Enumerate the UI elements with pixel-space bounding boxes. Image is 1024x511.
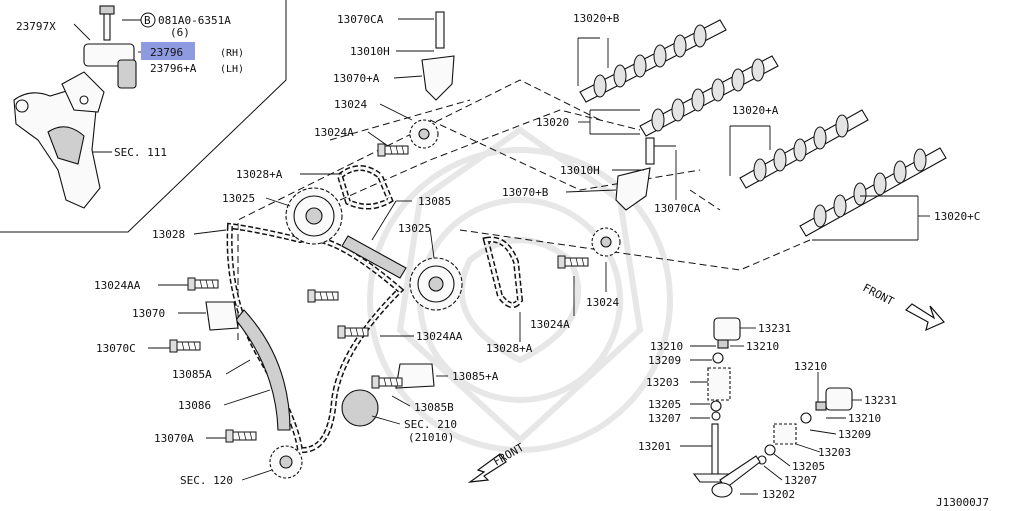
bolt-13024a-mid — [557, 255, 589, 269]
slack-guide-13085a — [235, 309, 291, 431]
camshaft-13020c — [799, 147, 947, 237]
label-13025-mid[interactable]: 13025 — [398, 222, 431, 235]
label-front-left: FRONT — [491, 441, 527, 469]
label-13085[interactable]: 13085 — [418, 195, 451, 208]
bolt-marker-label: B — [144, 14, 151, 27]
label-13209-right[interactable]: 13209 — [838, 428, 871, 441]
front-arrow-left — [467, 453, 507, 483]
label-23796a[interactable]: 23796+A — [150, 62, 197, 75]
label-13070a-bottom[interactable]: 13070A — [154, 432, 194, 445]
label-13203-right[interactable]: 13203 — [818, 446, 851, 459]
label-23797x[interactable]: 23797X — [16, 20, 56, 33]
label-13207-left[interactable]: 13207 — [648, 412, 681, 425]
label-13231-left[interactable]: 13231 — [758, 322, 791, 335]
label-13202[interactable]: 13202 — [762, 488, 795, 501]
label-13020a[interactable]: 13020+A — [732, 104, 779, 117]
label-13070b[interactable]: 13070+B — [502, 186, 549, 199]
label-23796[interactable]: 23796 — [150, 46, 183, 59]
label-13231-right[interactable]: 13231 — [864, 394, 897, 407]
label-13024aa-mid[interactable]: 13024AA — [416, 330, 463, 343]
label-13203-left[interactable]: 13203 — [646, 376, 679, 389]
inset-border — [0, 0, 287, 233]
label-13020b[interactable]: 13020+B — [573, 12, 620, 25]
label-13085b[interactable]: 13085B — [414, 401, 454, 414]
label-13025-left[interactable]: 13025 — [222, 192, 255, 205]
label-sec-210[interactable]: SEC. 210 — [404, 418, 457, 431]
label-13070a-top[interactable]: 13070+A — [333, 72, 380, 85]
drawing-number: J13000J7 — [936, 496, 989, 509]
label-sec-210-sub: (21010) — [408, 431, 454, 444]
label-13070c[interactable]: 13070C — [96, 342, 136, 355]
label-13024-mid[interactable]: 13024 — [586, 296, 619, 309]
bolt-13070ca-top — [435, 11, 445, 49]
chain-guide-13085 — [341, 235, 407, 279]
camshaft-13020a — [739, 109, 869, 189]
label-13201[interactable]: 13201 — [638, 440, 671, 453]
label-13024aa-left[interactable]: 13024AA — [94, 279, 141, 292]
timing-chain-13028a-top — [336, 165, 394, 210]
label-13010h-top[interactable]: 13010H — [350, 45, 390, 58]
front-arrow-right — [905, 303, 945, 332]
timing-chain-13028a-mid — [482, 236, 524, 309]
camshaft-13020 — [639, 55, 779, 137]
label-13070ca-mid[interactable]: 13070CA — [654, 202, 701, 215]
label-13207-right[interactable]: 13207 — [784, 474, 817, 487]
label-13205-right[interactable]: 13205 — [792, 460, 825, 473]
sprocket-13025-mid — [409, 257, 463, 311]
bolt-13070ca-mid — [645, 137, 655, 165]
sprocket-sec-120 — [269, 445, 303, 479]
valve-train-left — [692, 317, 741, 483]
sprocket-13024-mid — [591, 227, 621, 257]
label-23796-side: (RH) — [220, 48, 244, 59]
tensioner-13070a-top — [421, 55, 455, 101]
label-13024-top[interactable]: 13024 — [334, 98, 367, 111]
inset-vtc-solenoid-group — [13, 5, 137, 209]
label-sec-120[interactable]: SEC. 120 — [180, 474, 233, 487]
label-13028a-top[interactable]: 13028+A — [236, 168, 283, 181]
sprocket-13024-top — [409, 119, 439, 149]
bolt-13070a-bottom — [225, 429, 257, 443]
label-sec-111[interactable]: SEC. 111 — [114, 146, 167, 159]
label-13024a-top[interactable]: 13024A — [314, 126, 354, 139]
label-front-right: FRONT — [861, 281, 897, 308]
bolt-13024a-top — [377, 143, 409, 157]
bolt-13085b — [371, 375, 403, 389]
label-13210-right-b[interactable]: 13210 — [848, 412, 881, 425]
label-bolt-qty: (6) — [170, 26, 190, 39]
tensioner-13070b — [615, 167, 651, 211]
label-13086[interactable]: 13086 — [178, 399, 211, 412]
assembly-dashed-lines — [237, 79, 811, 340]
label-13070[interactable]: 13070 — [132, 307, 165, 320]
label-13210-left-b[interactable]: 13210 — [746, 340, 779, 353]
sec-210-gear — [341, 389, 379, 427]
valve-train-right — [711, 387, 853, 498]
camshaft-13020b — [579, 19, 727, 103]
label-13210-left-a[interactable]: 13210 — [650, 340, 683, 353]
label-13010h-mid[interactable]: 13010H — [560, 164, 600, 177]
bolt-marker-circle — [140, 12, 156, 28]
watermark-emblem — [367, 126, 673, 453]
label-13085a[interactable]: 13085A — [172, 368, 212, 381]
tensioner-13070 — [205, 301, 239, 331]
label-13209-left[interactable]: 13209 — [648, 354, 681, 367]
label-13205-left[interactable]: 13205 — [648, 398, 681, 411]
label-13020[interactable]: 13020 — [536, 116, 569, 129]
label-13024a-mid[interactable]: 13024A — [530, 318, 570, 331]
leader-lines — [148, 18, 930, 495]
bolt-13024aa-mid — [337, 325, 369, 339]
label-13070ca-top[interactable]: 13070CA — [337, 13, 384, 26]
label-13020c[interactable]: 13020+C — [934, 210, 980, 223]
bolt-13024aa-left — [187, 277, 219, 291]
label-13085a-mid[interactable]: 13085+A — [452, 370, 499, 383]
label-13210-right-a[interactable]: 13210 — [794, 360, 827, 373]
bolt-center — [307, 289, 339, 303]
bolt-13070c — [169, 339, 201, 353]
label-13028[interactable]: 13028 — [152, 228, 185, 241]
label-23796a-side: (LH) — [220, 64, 244, 75]
sprocket-13025-left — [285, 187, 343, 245]
label-bolt-code[interactable]: 081A0-6351A — [158, 14, 231, 27]
label-13028a-mid[interactable]: 13028+A — [486, 342, 533, 355]
highlight-23796 — [141, 42, 195, 60]
